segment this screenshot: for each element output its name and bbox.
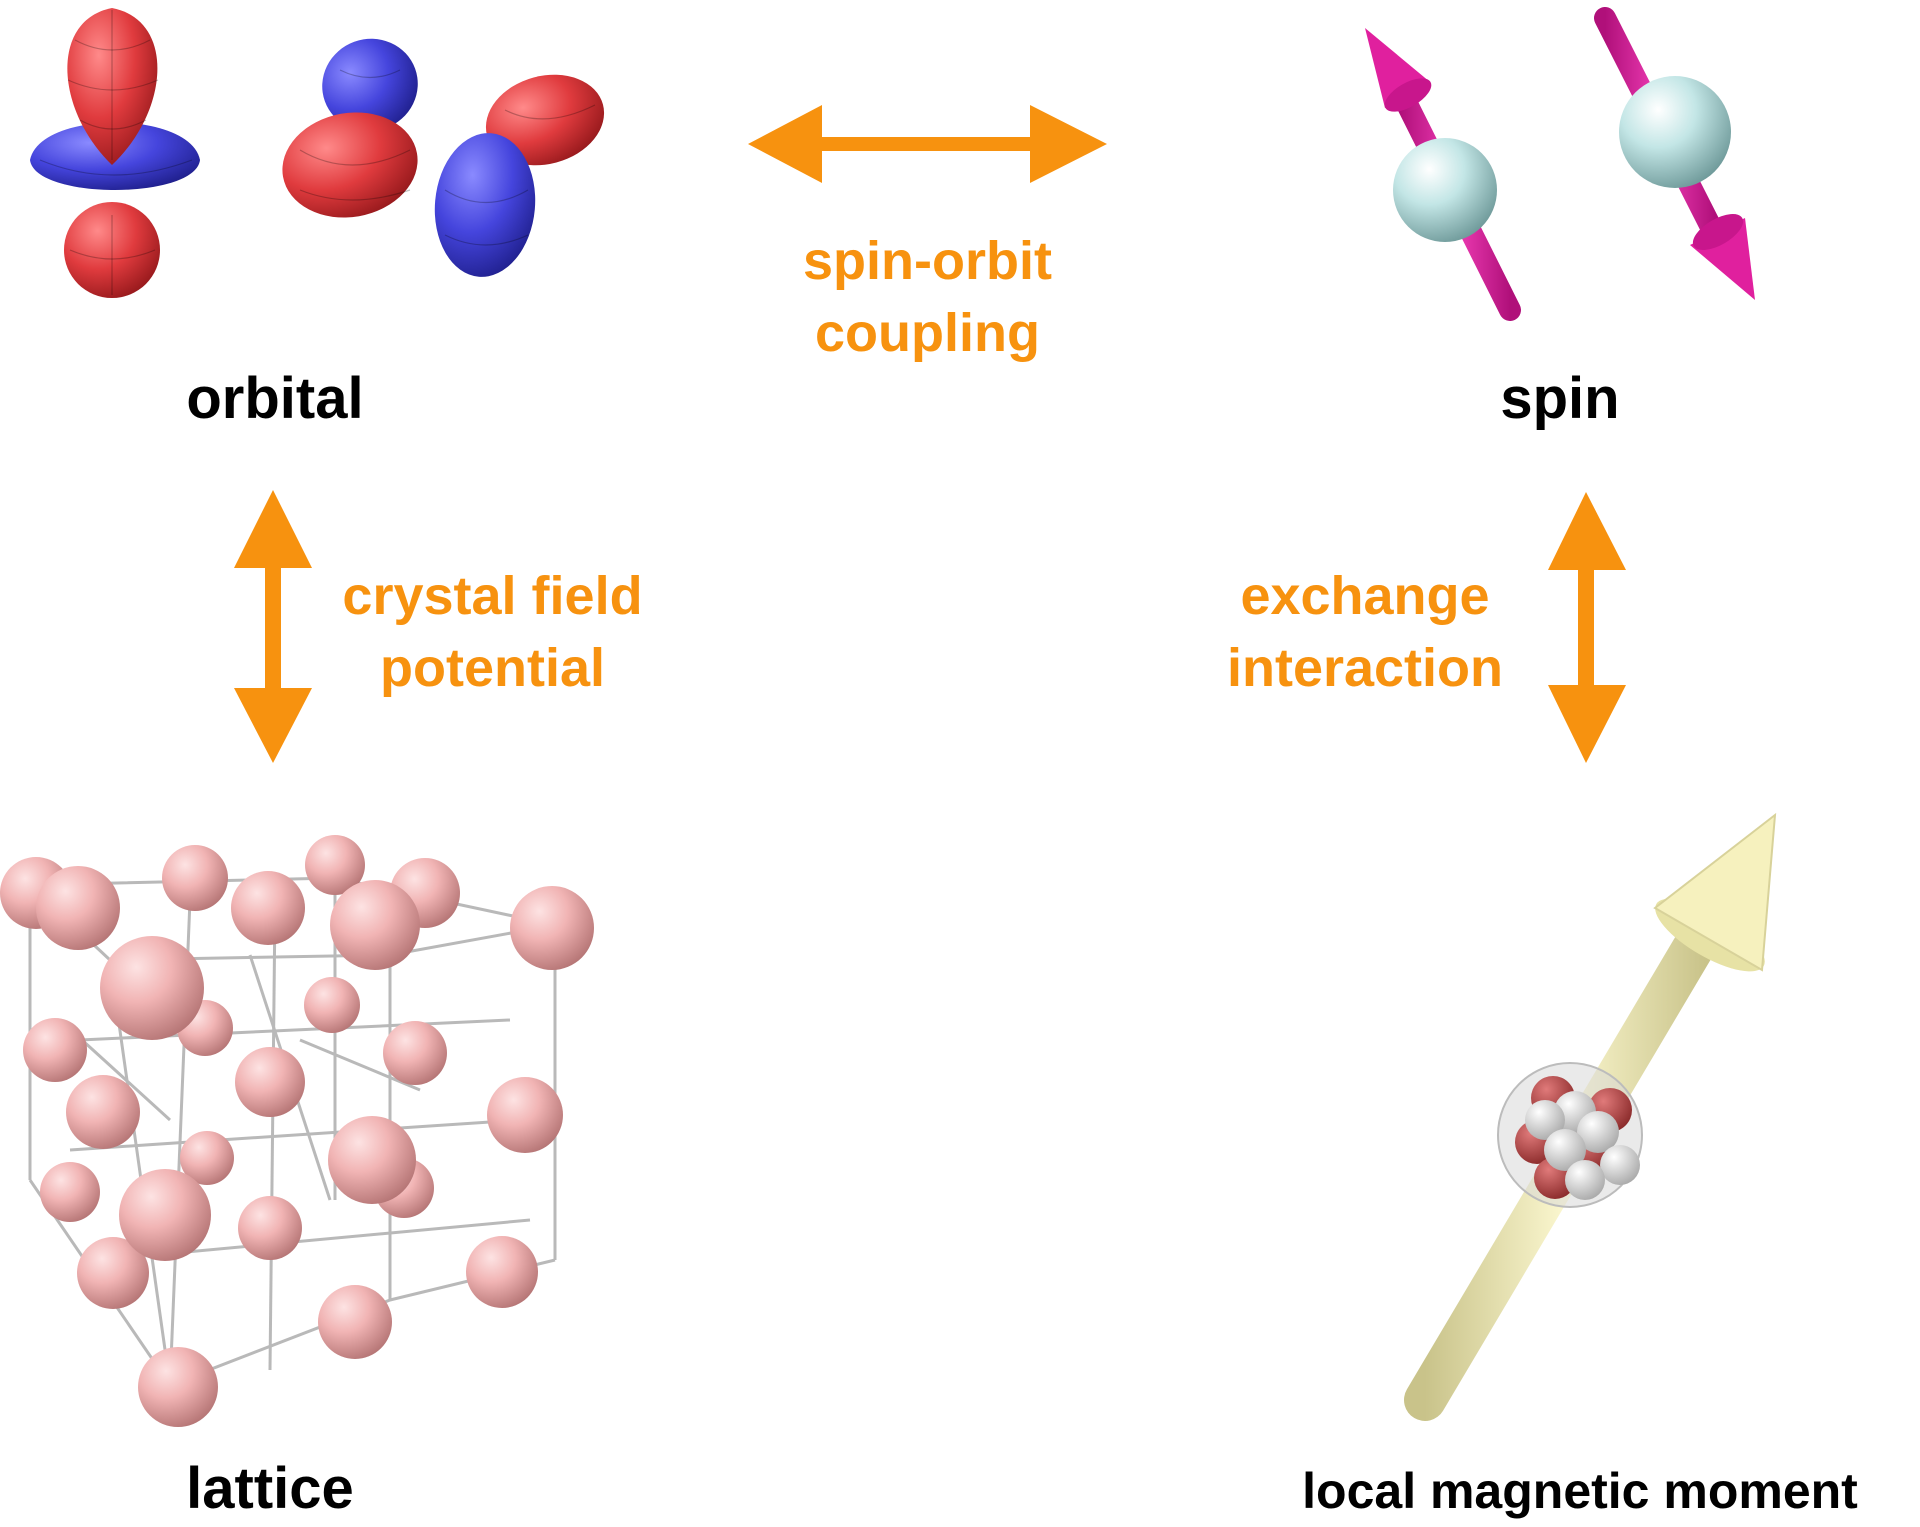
exchange-double-arrow	[1548, 492, 1626, 763]
local-magnetic-moment-label: local magnetic moment	[1302, 1463, 1858, 1519]
orbital-label: orbital	[186, 366, 364, 431]
magnetic-moment-arrow	[1404, 812, 1777, 1421]
crystal-field-line2: potential	[380, 638, 605, 698]
spin-orbit-line1: spin-orbit	[803, 231, 1052, 291]
exchange-line2: interaction	[1226, 638, 1504, 698]
crystal-field-double-arrow	[234, 490, 312, 763]
nucleus	[1497, 1062, 1643, 1208]
crystal-field-potential-label: crystal field potential	[315, 560, 670, 704]
spin-down-atom	[1594, 7, 1755, 300]
orbital-dxy-shape	[282, 38, 605, 277]
orbital-dz2-shape	[30, 8, 200, 298]
spin-up-atom	[1365, 28, 1521, 321]
spin-orbit-coupling-label: spin-orbit coupling	[745, 225, 1110, 369]
exchange-interaction-label: exchange interaction	[1200, 560, 1530, 704]
exchange-line1: exchange	[1240, 566, 1490, 626]
crystal-field-line1: crystal field	[342, 566, 643, 626]
spin-label: spin	[1500, 366, 1620, 431]
spin-orbit-double-arrow	[748, 105, 1107, 183]
spin-orbit-line2: coupling	[815, 303, 1040, 363]
lattice-crystal	[0, 835, 594, 1427]
lattice-label: lattice	[186, 1456, 354, 1521]
